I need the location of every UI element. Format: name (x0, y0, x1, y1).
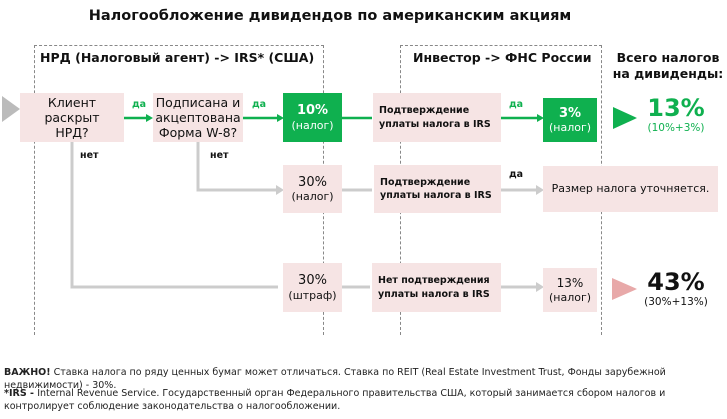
node-confirm-1: Подтверждение уплаты налога в IRS (373, 93, 501, 142)
result-value: 43% (647, 268, 705, 296)
node-text: Клиент раскрыт НРД? (44, 95, 100, 140)
node-confirm-2: Подтверждение уплаты налога в IRS (374, 165, 501, 213)
result-pink-triangle-icon (612, 278, 637, 300)
page-title: Налогообложение дивидендов по американск… (88, 8, 572, 24)
result-green-triangle-icon (613, 107, 637, 129)
value: 10% (296, 103, 329, 119)
section-investor-header: Инвестор -> ФНС России (413, 50, 592, 65)
footer-important: ВАЖНО! Ставка налога по ряду ценных бума… (4, 366, 727, 392)
node-text: Подтверждение уплаты налога в IRS (379, 105, 491, 130)
node-text: Подтверждение уплаты налога в IRS (380, 176, 492, 201)
node-client-disclosed: Клиент раскрыт НРД? (20, 93, 124, 142)
node-text: Подписана и акцептована Форма W-8? (155, 95, 241, 140)
start-triangle-icon (2, 96, 20, 122)
node-clarify: Размер налога уточняется. (543, 166, 718, 212)
label: (налог) (291, 118, 334, 132)
irs-label: *IRS - (4, 388, 38, 399)
value: 13% (556, 276, 584, 291)
footer-irs: *IRS - Internal Revenue Service. Государ… (4, 387, 704, 413)
label: (штраф) (288, 288, 337, 302)
label: (налог) (291, 190, 334, 204)
section-nrd-header: НРД (Налоговый агент) -> IRS* (США) (40, 50, 315, 65)
node-w8-form: Подписана и акцептована Форма W-8? (153, 93, 243, 142)
label: (налог) (548, 121, 592, 135)
result-formula: (30%+13%) (644, 296, 708, 308)
edge-no-2: нет (210, 150, 229, 161)
node-tax-3: 3%(налог) (543, 98, 597, 142)
edge-yes-3: да (509, 99, 524, 110)
edge-no-1: нет (80, 150, 99, 161)
node-tax-30: 30%(налог) (283, 165, 342, 213)
node-no-confirm: Нет подтверждения уплаты налога в IRS (372, 263, 501, 312)
value: 30% (298, 273, 327, 289)
edge-yes-1: да (132, 99, 147, 110)
node-tax-13: 13%(налог) (543, 268, 597, 312)
result-formula: (10%+3%) (647, 122, 705, 134)
node-tax-10: 10%(налог) (283, 93, 342, 142)
section-total-header: Всего налогов на дивиденды: (612, 50, 724, 81)
result-1: 13% (10%+3%) (640, 94, 712, 134)
value: 30% (298, 174, 327, 190)
edge-yes-2: да (252, 99, 267, 110)
value: 3% (558, 105, 582, 121)
edge-yes-4: да (509, 169, 524, 180)
result-value: 13% (647, 94, 705, 122)
irs-text: Internal Revenue Service. Государственны… (4, 388, 666, 412)
important-text: Ставка налога по ряду ценных бумаг может… (4, 367, 666, 391)
label: (налог) (548, 290, 592, 304)
node-text: Нет подтверждения уплаты налога в IRS (378, 275, 490, 300)
node-text: Размер налога уточняется. (551, 182, 710, 196)
node-fine-30: 30%(штраф) (283, 263, 342, 312)
result-2: 43% (30%+13%) (640, 268, 712, 308)
important-label: ВАЖНО! (4, 367, 51, 378)
